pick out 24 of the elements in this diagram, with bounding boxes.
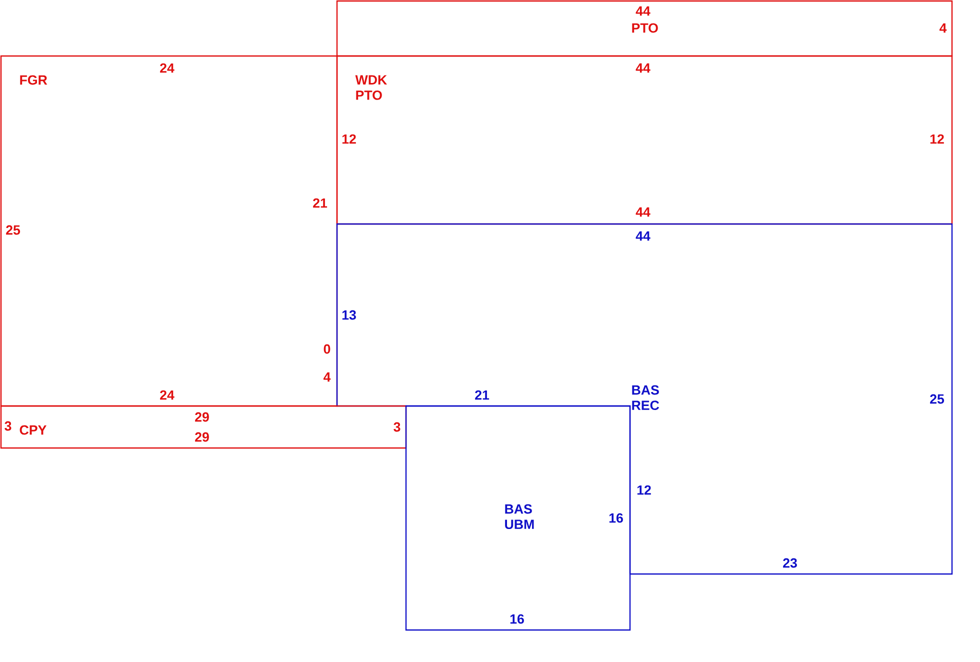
dimension-label: 25: [6, 225, 20, 235]
dimension-label: 3: [394, 422, 400, 432]
dimension-label: 23: [783, 558, 797, 568]
dimension-label: 24: [160, 63, 174, 73]
dimension-label: 16: [510, 614, 524, 624]
dimension-label: 12: [637, 485, 651, 495]
dimension-label: 44: [636, 63, 650, 73]
dimension-label: 4: [324, 372, 331, 382]
dimension-label: 29: [195, 432, 209, 442]
dimension-label: 12: [342, 134, 356, 144]
dimension-label: 21: [475, 390, 490, 400]
dimension-label: 21: [313, 198, 328, 208]
dimension-label: 44: [636, 6, 650, 16]
dimension-label: 13: [342, 310, 356, 320]
dimension-label: 25: [930, 394, 944, 404]
dimension-label: 29: [195, 412, 209, 422]
dimension-label: 24: [160, 390, 174, 400]
dimension-label: 4: [940, 23, 947, 33]
dimension-label: 44: [636, 207, 650, 217]
dimension-label: 16: [609, 513, 623, 523]
dimension-label: 3: [4, 421, 12, 431]
dimension-label: 0: [324, 344, 330, 354]
dimension-label: 12: [930, 134, 944, 144]
dimension-label: 44: [636, 231, 650, 241]
